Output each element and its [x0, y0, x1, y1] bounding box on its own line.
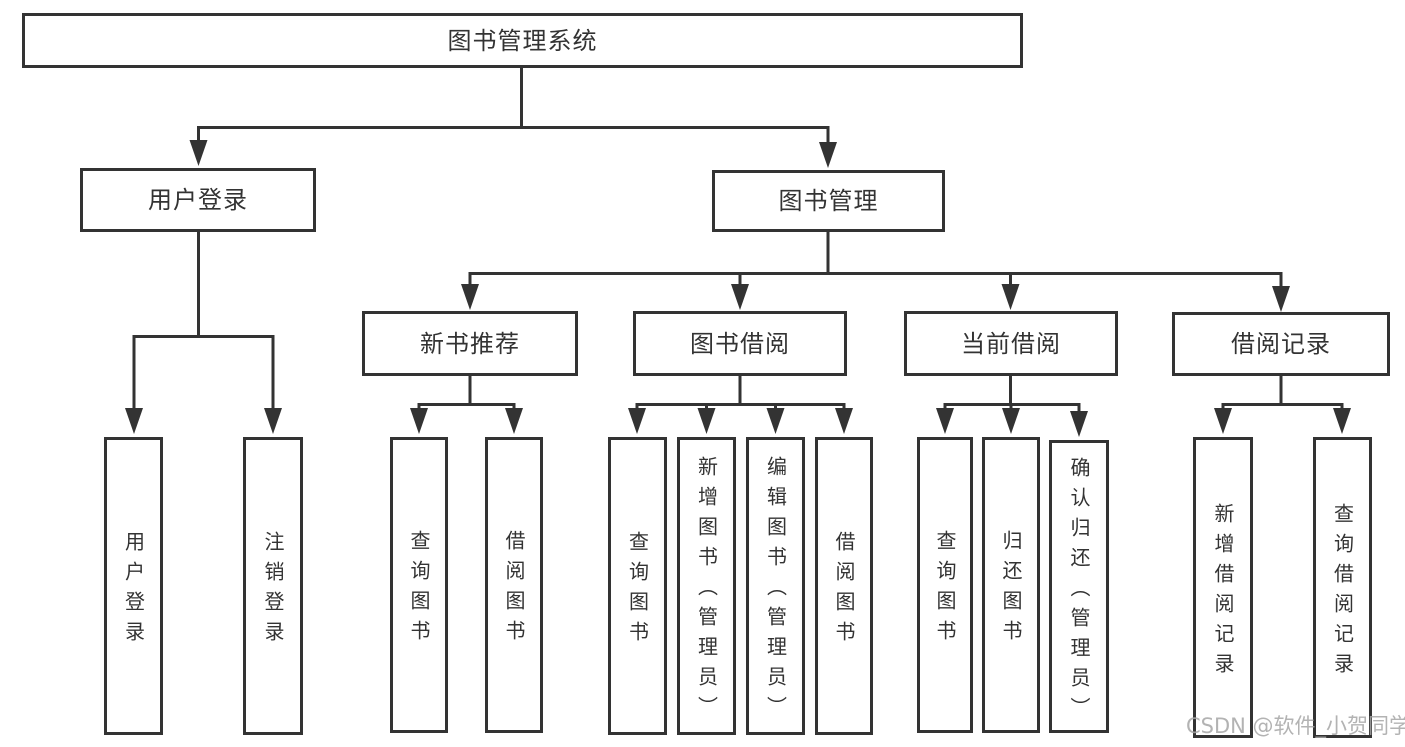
leaf-label: 查询图书	[625, 531, 650, 651]
node-new-book-recommend: 新书推荐	[362, 311, 578, 376]
leaf-label: 新增借阅记录	[1211, 502, 1235, 683]
leaf-label: 用户登录	[121, 531, 146, 651]
leaf-bb-edit-books-admin: 编辑图书（管理员）	[746, 437, 805, 735]
node-book-management: 图书管理	[712, 170, 945, 232]
leaf-logout: 注销登录	[243, 437, 303, 735]
leaf-bb-query-books: 查询图书	[608, 437, 667, 735]
leaf-label: 查询借阅记录	[1330, 502, 1355, 683]
leaf-label: 确认归还（管理员）	[1067, 456, 1091, 727]
node-library-management-system: 图书管理系统	[22, 13, 1023, 68]
node-user-login: 用户登录	[80, 168, 316, 232]
leaf-bb-borrow-books: 借阅图书	[815, 437, 873, 735]
node-book-borrow: 图书借阅	[633, 311, 847, 376]
leaf-label: 借阅图书	[832, 531, 856, 651]
leaf-cb-confirm-return-admin: 确认归还（管理员）	[1049, 440, 1109, 733]
leaf-label: 查询图书	[407, 530, 431, 650]
leaf-label: 编辑图书（管理员）	[763, 456, 788, 726]
leaf-nb-borrow-books: 借阅图书	[485, 437, 543, 733]
leaf-label: 新增图书（管理员）	[694, 456, 719, 726]
node-current-borrow: 当前借阅	[904, 311, 1118, 376]
leaf-label: 查询图书	[933, 530, 957, 650]
leaf-label: 归还图书	[999, 530, 1023, 650]
leaf-label: 注销登录	[261, 531, 285, 651]
leaf-br-add-record: 新增借阅记录	[1193, 437, 1253, 738]
leaf-cb-query-books: 查询图书	[917, 437, 973, 733]
csdn-watermark: CSDN @软件_小贺同学	[1186, 714, 1405, 738]
leaf-br-query-record: 查询借阅记录	[1313, 437, 1372, 738]
leaf-bb-add-books-admin: 新增图书（管理员）	[677, 437, 736, 735]
leaf-label: 借阅图书	[502, 530, 526, 650]
leaf-user-login: 用户登录	[104, 437, 163, 735]
leaf-cb-return-books: 归还图书	[982, 437, 1040, 733]
leaf-nb-query-books: 查询图书	[390, 437, 448, 733]
node-borrow-records: 借阅记录	[1172, 312, 1390, 376]
